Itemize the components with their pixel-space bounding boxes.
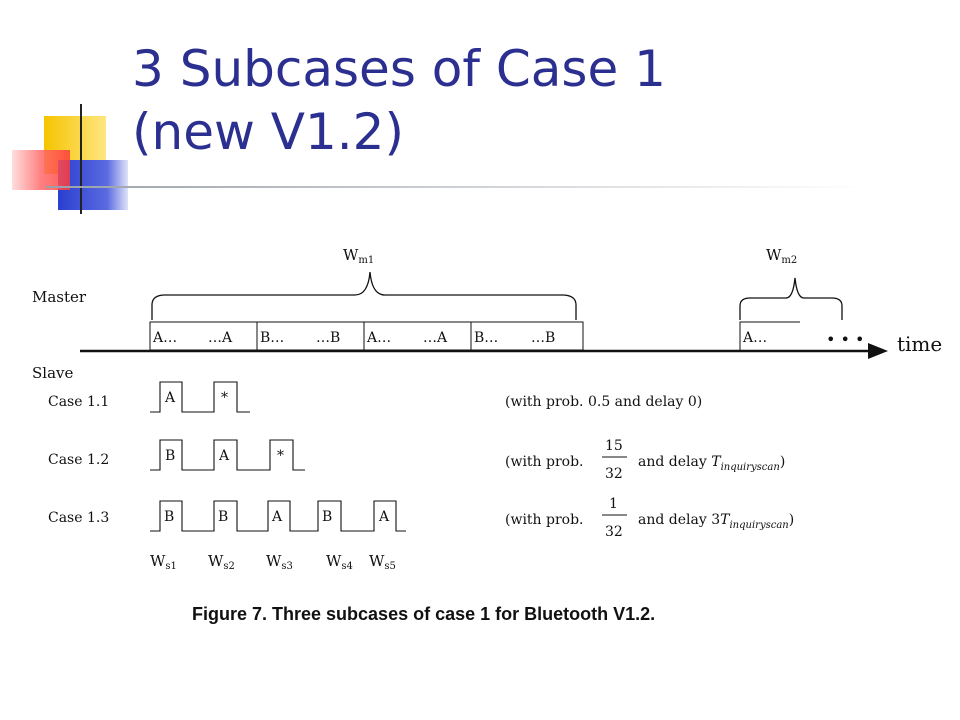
slide-title-line2: (new V1.2) <box>132 103 404 161</box>
master-box-4-right: …B <box>531 330 555 346</box>
case-1-2-pulse-train <box>150 439 305 471</box>
case-1-3-frac-num: 1 <box>609 496 618 512</box>
case-1-2-note-prefix: (with prob. <box>505 454 584 470</box>
slave-label: Slave <box>32 364 73 382</box>
wm2-brace <box>739 277 843 320</box>
case-1-3-label: Case 1.3 <box>48 510 109 526</box>
master-box-last <box>739 321 800 350</box>
slide-title: 3 Subcases of Case 1 (new V1.2) <box>132 38 666 164</box>
case-1-1-pulse-2: * <box>221 390 228 406</box>
wm1-label: Wm1 <box>343 246 374 266</box>
master-label: Master <box>32 288 87 306</box>
master-box-4-left: B… <box>474 330 498 346</box>
case-1-3-frac-den: 32 <box>605 524 623 540</box>
master-box-3-right: …A <box>423 330 448 346</box>
case-1-3-pulse-5: A <box>378 509 390 525</box>
slide-title-line1: 3 Subcases of Case 1 <box>132 40 666 98</box>
master-box-group: A… …A B… …B A… …A B… …B A… <box>149 321 800 351</box>
time-axis-arrowhead <box>868 343 888 359</box>
wm2-label: Wm2 <box>766 246 797 266</box>
case-1-1-note: (with prob. 0.5 and delay 0) <box>505 394 702 410</box>
figure-caption: Figure 7. Three subcases of case 1 for B… <box>192 604 656 624</box>
case-1-3-note-prefix: (with prob. <box>505 512 584 528</box>
master-box-1-right: …A <box>208 330 233 346</box>
ws3-label: Ws3 <box>266 552 293 572</box>
master-box-last-label: A… <box>742 330 767 346</box>
wm1-brace <box>151 271 577 320</box>
case-1-3-pulse-train <box>150 500 406 532</box>
case-1-1-label: Case 1.1 <box>48 394 109 410</box>
master-box-2-left: B… <box>260 330 284 346</box>
case-1-2-label: Case 1.2 <box>48 452 109 468</box>
ws2-label: Ws2 <box>208 552 235 572</box>
case-1-3-pulse-3: A <box>271 509 283 525</box>
case-1-2-frac-num: 15 <box>605 438 623 454</box>
case-1-2-frac-den: 32 <box>605 466 623 482</box>
case-1-2-pulse-3: * <box>277 448 284 464</box>
master-box-1-left: A… <box>152 330 177 346</box>
deco-red-block <box>12 150 70 190</box>
case-1-2-pulse-2: A <box>218 448 230 464</box>
ws1-label: Ws1 <box>150 552 177 572</box>
master-box-2-right: …B <box>316 330 340 346</box>
ellipsis-dots: • • • <box>826 330 864 349</box>
case-1-2-pulse-1: B <box>165 448 175 464</box>
time-label: time <box>897 332 942 356</box>
case-1-3-note-delay: and delay 3Tinquiryscan) <box>638 512 794 531</box>
ws4-label: Ws4 <box>326 552 353 572</box>
deco-horizontal-line <box>46 186 866 188</box>
decorative-corner-blocks <box>12 104 866 214</box>
deco-vertical-line <box>80 104 82 214</box>
ws5-label: Ws5 <box>369 552 396 572</box>
case-1-3-pulse-2: B <box>218 509 228 525</box>
case-1-2-note-delay: and delay Tinquiryscan) <box>638 454 785 473</box>
case-1-1-pulse-1: A <box>164 390 176 406</box>
case-1-3-pulse-4: B <box>322 509 332 525</box>
case-1-3-pulse-1: B <box>164 509 174 525</box>
master-box-3-left: A… <box>366 330 391 346</box>
case-1-1-pulse-train <box>150 381 250 413</box>
